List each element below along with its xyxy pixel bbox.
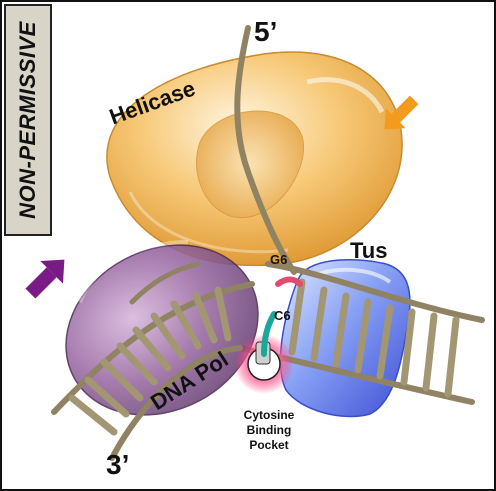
- three-prime-label: 3’: [106, 449, 130, 480]
- five-prime-label: 5’: [254, 16, 278, 47]
- g6-label: G6: [270, 252, 288, 267]
- cytosine-pocket-label: Cytosine Binding Pocket: [243, 408, 295, 452]
- polymerase-direction-arrow: [25, 259, 65, 299]
- mode-banner: NON-PERMISSIVE: [4, 4, 52, 236]
- g6-base: [275, 276, 303, 287]
- dna-strand-5prime: [234, 25, 297, 275]
- c6-base: [261, 311, 277, 357]
- mode-label: NON-PERMISSIVE: [15, 21, 40, 219]
- helicase-ring: [106, 51, 403, 267]
- helicase-direction-arrow: [384, 95, 419, 130]
- cytosine-binding-pocket: [234, 334, 294, 394]
- c6-label: C6: [274, 308, 291, 323]
- dna-duplex-left: [51, 261, 255, 461]
- tus-label: Tus: [350, 238, 388, 263]
